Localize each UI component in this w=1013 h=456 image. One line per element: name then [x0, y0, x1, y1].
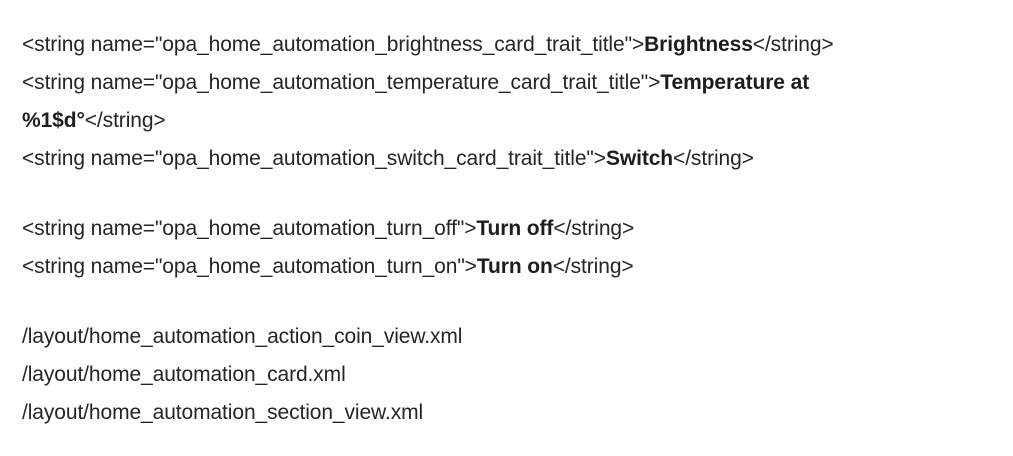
string-resource-line: <string name="opa_home_automation_temper…: [22, 64, 932, 140]
string-open-tag: <string name="opa_home_automation_turn_o…: [22, 217, 477, 240]
string-open-tag: <string name="opa_home_automation_bright…: [22, 33, 645, 56]
string-value: Brightness: [644, 33, 753, 56]
layout-path-line: /layout/home_automation_section_view.xml: [22, 394, 932, 432]
layout-path-block: /layout/home_automation_action_coin_view…: [22, 318, 991, 432]
string-block-turn-on-off: <string name="opa_home_automation_turn_o…: [22, 210, 991, 286]
layout-path-line: /layout/home_automation_card.xml: [22, 356, 932, 394]
string-resource-line: <string name="opa_home_automation_switch…: [22, 140, 932, 178]
string-close-tag: </string>: [84, 109, 166, 132]
string-close-tag: </string>: [552, 255, 634, 278]
string-close-tag: </string>: [673, 147, 754, 170]
string-resource-line: <string name="opa_home_automation_bright…: [22, 26, 932, 64]
layout-path-line: /layout/home_automation_action_coin_view…: [22, 318, 932, 356]
layout-file-path: /layout/home_automation_section_view.xml: [22, 401, 424, 424]
string-value: Turn off: [476, 217, 554, 240]
string-resource-line: <string name="opa_home_automation_turn_o…: [22, 248, 932, 286]
string-value: Switch: [605, 147, 674, 170]
layout-file-path: /layout/home_automation_card.xml: [22, 363, 346, 386]
string-close-tag: </string>: [553, 217, 635, 240]
string-block-card-trait-titles: <string name="opa_home_automation_bright…: [22, 26, 991, 178]
string-resource-line: <string name="opa_home_automation_turn_o…: [22, 210, 932, 248]
string-open-tag: <string name="opa_home_automation_temper…: [22, 71, 661, 94]
string-open-tag: <string name="opa_home_automation_switch…: [22, 147, 606, 170]
string-value: Temperature at %1$d°: [22, 71, 810, 132]
string-value: Turn on: [476, 255, 553, 278]
string-open-tag: <string name="opa_home_automation_turn_o…: [22, 255, 477, 278]
string-close-tag: </string>: [752, 33, 834, 56]
layout-file-path: /layout/home_automation_action_coin_view…: [22, 325, 463, 348]
